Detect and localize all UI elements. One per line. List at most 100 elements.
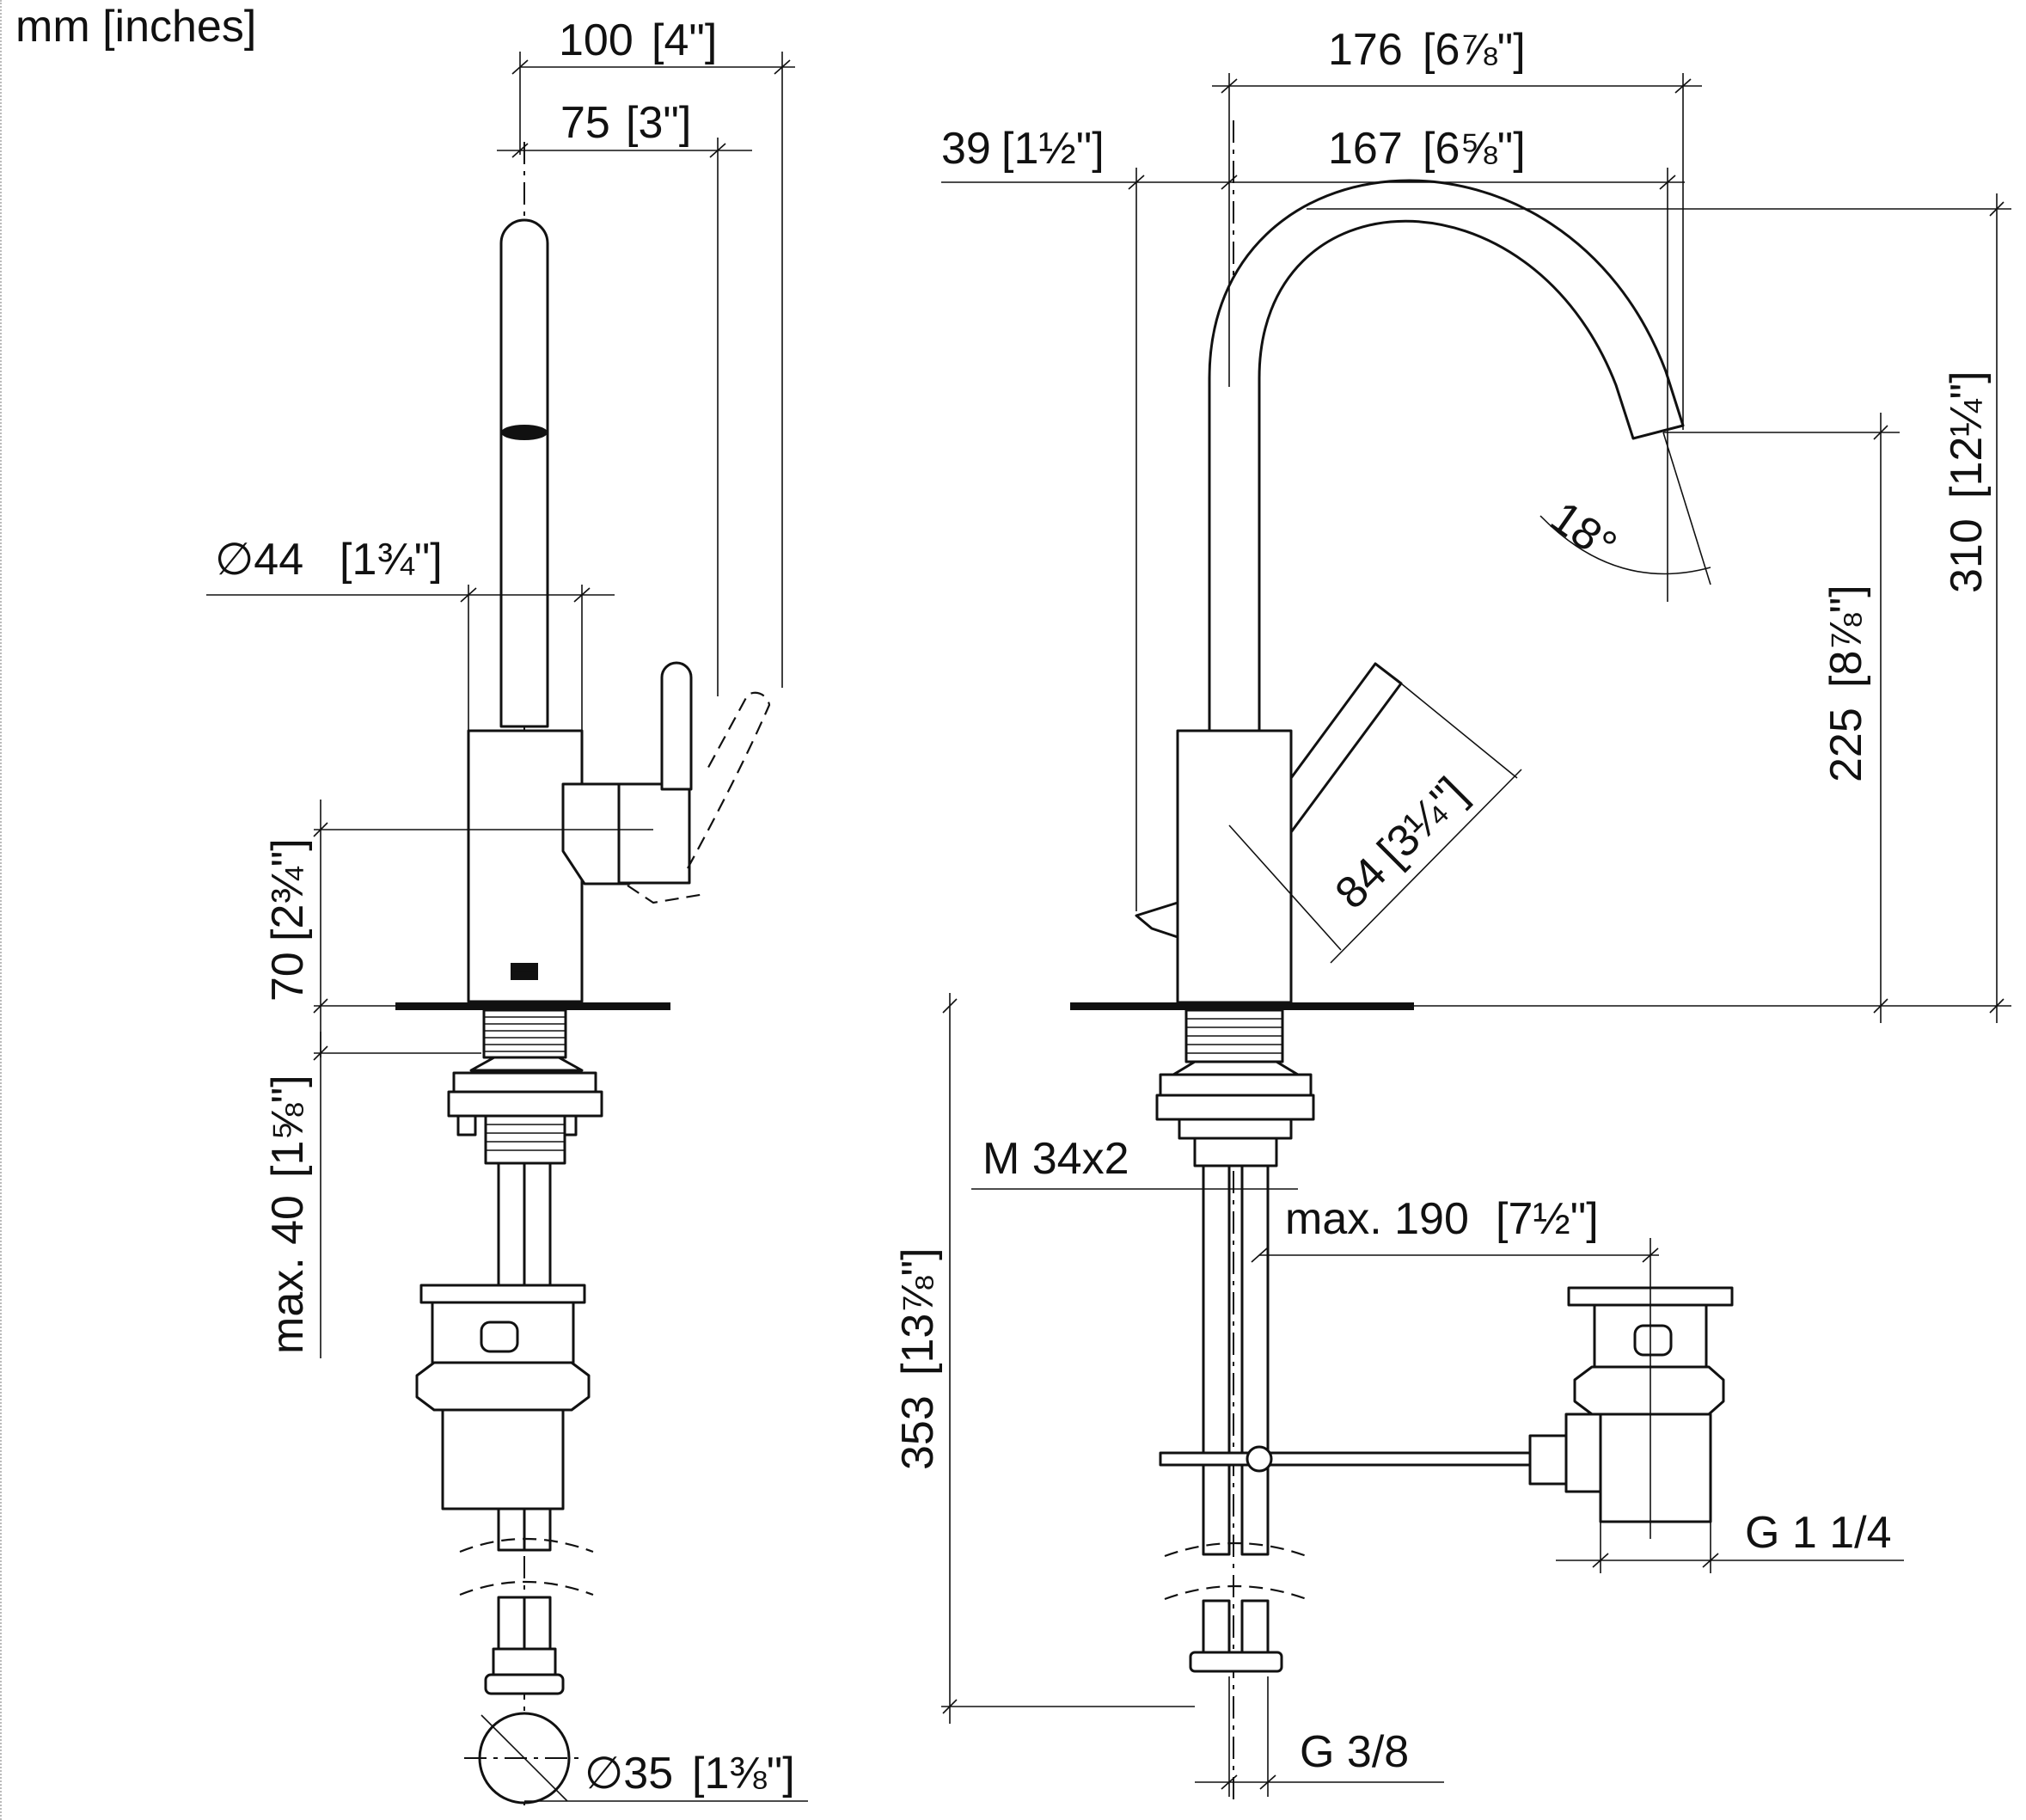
dim-ext-lever-length-2 — [1400, 683, 1518, 779]
side-hose-break-bottom — [1164, 1584, 1307, 1601]
side-fixing-nut — [1155, 1094, 1315, 1121]
front-lever-hidden-base — [627, 885, 706, 904]
front-waste-body-lower — [441, 1408, 565, 1511]
side-hose-lower-left — [1202, 1599, 1231, 1654]
side-fixing-plate — [1159, 1073, 1313, 1097]
dim-angle-arc — [1539, 515, 1711, 575]
dim-spout-offset: 75 [3"] — [560, 98, 691, 148]
svg-text:[2¾"]: [2¾"] — [263, 838, 313, 941]
dim-overall-width: 100 [4"] — [559, 15, 717, 65]
svg-text:[1⅝"]: [1⅝"] — [263, 1075, 313, 1178]
front-hose-connector — [492, 1647, 557, 1676]
dim-thread: M 34x2 — [982, 1134, 1129, 1184]
dim-spout-reach: 167 [6⅝"] — [1328, 124, 1526, 174]
front-spout-tube — [499, 218, 549, 728]
svg-text:167: 167 — [1328, 124, 1403, 174]
dim-lever-height: 70 [2¾"] — [263, 838, 313, 1002]
front-hose-nut — [484, 1673, 565, 1695]
side-hose-break-top — [1164, 1541, 1307, 1558]
front-fixing-screw-left — [456, 1114, 477, 1137]
front-spout-aerator — [501, 425, 548, 440]
svg-text:max. 40: max. 40 — [263, 1195, 313, 1354]
side-hose-nuts — [1189, 1651, 1283, 1673]
front-hose-lower-right — [523, 1596, 552, 1651]
dim-max-counter: max. 40 [1⅝"] — [263, 1075, 313, 1354]
side-fixing-ring — [1178, 1118, 1293, 1140]
side-gooseneck-spout — [1208, 179, 1685, 732]
side-popup-rod-joint — [1246, 1445, 1273, 1473]
svg-text:[1¾"]: [1¾"] — [340, 535, 443, 585]
dim-lever-length: 84 [3¼"] — [1325, 768, 1476, 918]
svg-text:100: 100 — [559, 15, 634, 65]
svg-text:max. 190: max. 190 — [1285, 1194, 1469, 1244]
svg-text:70: 70 — [263, 952, 313, 1002]
dim-popup-distance: max. 190 [7½"] — [1285, 1194, 1599, 1244]
front-hose-lower-left — [497, 1596, 526, 1651]
svg-text:[7½"]: [7½"] — [1496, 1194, 1599, 1244]
units-label: mm [inches] — [15, 2, 256, 52]
dim-waste-diameter: ∅35 [1⅜"] — [585, 1749, 795, 1799]
side-waste-slot — [1633, 1324, 1673, 1357]
dim-waste-thread: G 1 1/4 — [1745, 1508, 1892, 1558]
svg-text:225: 225 — [1821, 708, 1871, 782]
side-hose-left — [1202, 1164, 1231, 1556]
front-hose-break-top — [459, 1537, 594, 1553]
front-hose-break-bottom — [459, 1580, 594, 1596]
dim-body-diameter: ∅44 [1¾"] — [215, 535, 443, 585]
front-fixing-plate — [452, 1071, 597, 1094]
svg-text:∅35: ∅35 — [585, 1749, 673, 1799]
side-washer — [1172, 1060, 1300, 1076]
svg-text:[6⅞"]: [6⅞"] — [1423, 25, 1526, 75]
front-thread-shank — [482, 1008, 567, 1059]
side-view: 176 [6⅞"] 167 [6⅝"] 39 [1½"] 310 [12¼"] — [893, 25, 2011, 1805]
dim-below-counter: 353 [13⅞"] — [893, 1247, 943, 1470]
front-lower-thread — [484, 1114, 566, 1165]
front-thread-lines — [484, 1016, 566, 1052]
side-popup-connector — [1528, 1434, 1568, 1486]
svg-text:[3"]: [3"] — [626, 98, 691, 148]
svg-text:[1½"]: [1½"] — [1001, 124, 1105, 174]
side-deck-plate — [1070, 1002, 1414, 1010]
dim-angle-ray — [1662, 432, 1711, 585]
side-popup-rod — [1159, 1451, 1549, 1467]
dim-lever-setback: 39 [1½"] — [941, 124, 1105, 174]
svg-text:[12¼"]: [12¼"] — [1942, 371, 1992, 499]
side-hose-right — [1240, 1164, 1270, 1556]
svg-text:39: 39 — [941, 124, 991, 174]
svg-text:310: 310 — [1942, 518, 1992, 593]
side-back-clip — [1135, 901, 1179, 939]
side-lower-thread — [1193, 1137, 1278, 1167]
svg-text:75: 75 — [560, 98, 610, 148]
front-view: 100 [4"] 75 [3"] ∅44 [1¾"] 70 [2¾"] — [206, 15, 808, 1805]
front-fixing-nut — [447, 1090, 603, 1118]
svg-text:176: 176 — [1328, 25, 1403, 75]
svg-text:[3¼"]: [3¼"] — [1368, 768, 1477, 876]
front-waste-slot — [480, 1321, 519, 1353]
svg-text:∅44: ∅44 — [215, 535, 303, 585]
svg-text:[6⅝"]: [6⅝"] — [1423, 124, 1526, 174]
front-body — [467, 729, 584, 1003]
front-lever-block — [617, 782, 691, 885]
front-lever-hidden-position — [687, 691, 771, 869]
front-waste-nut — [415, 1361, 591, 1412]
front-lever-hub — [561, 782, 631, 885]
front-waste-flange — [419, 1284, 586, 1304]
front-lever-handle — [660, 661, 693, 791]
svg-text:[1⅜"]: [1⅜"] — [692, 1749, 795, 1799]
side-waste-body-lower — [1599, 1412, 1712, 1523]
svg-text:[8⅞"]: [8⅞"] — [1821, 585, 1871, 688]
dim-ext-lever-length-1 — [1228, 824, 1342, 951]
front-lower-thread-lines — [486, 1124, 565, 1151]
dim-total-height: 310 [12¼"] — [1942, 371, 1992, 593]
dim-line-lever-length — [1330, 769, 1522, 964]
side-lever-handle — [1289, 662, 1403, 834]
page-edge-dotted — [0, 0, 2, 1820]
svg-text:[4"]: [4"] — [652, 15, 717, 65]
waste-circle-diagonal — [480, 1714, 568, 1802]
side-waste-arm — [1564, 1412, 1602, 1493]
side-body — [1176, 729, 1293, 1004]
side-thread-lines — [1186, 1018, 1282, 1054]
dim-outlet-height: 225 [8⅞"] — [1821, 585, 1871, 782]
side-waste-nut — [1573, 1365, 1725, 1416]
